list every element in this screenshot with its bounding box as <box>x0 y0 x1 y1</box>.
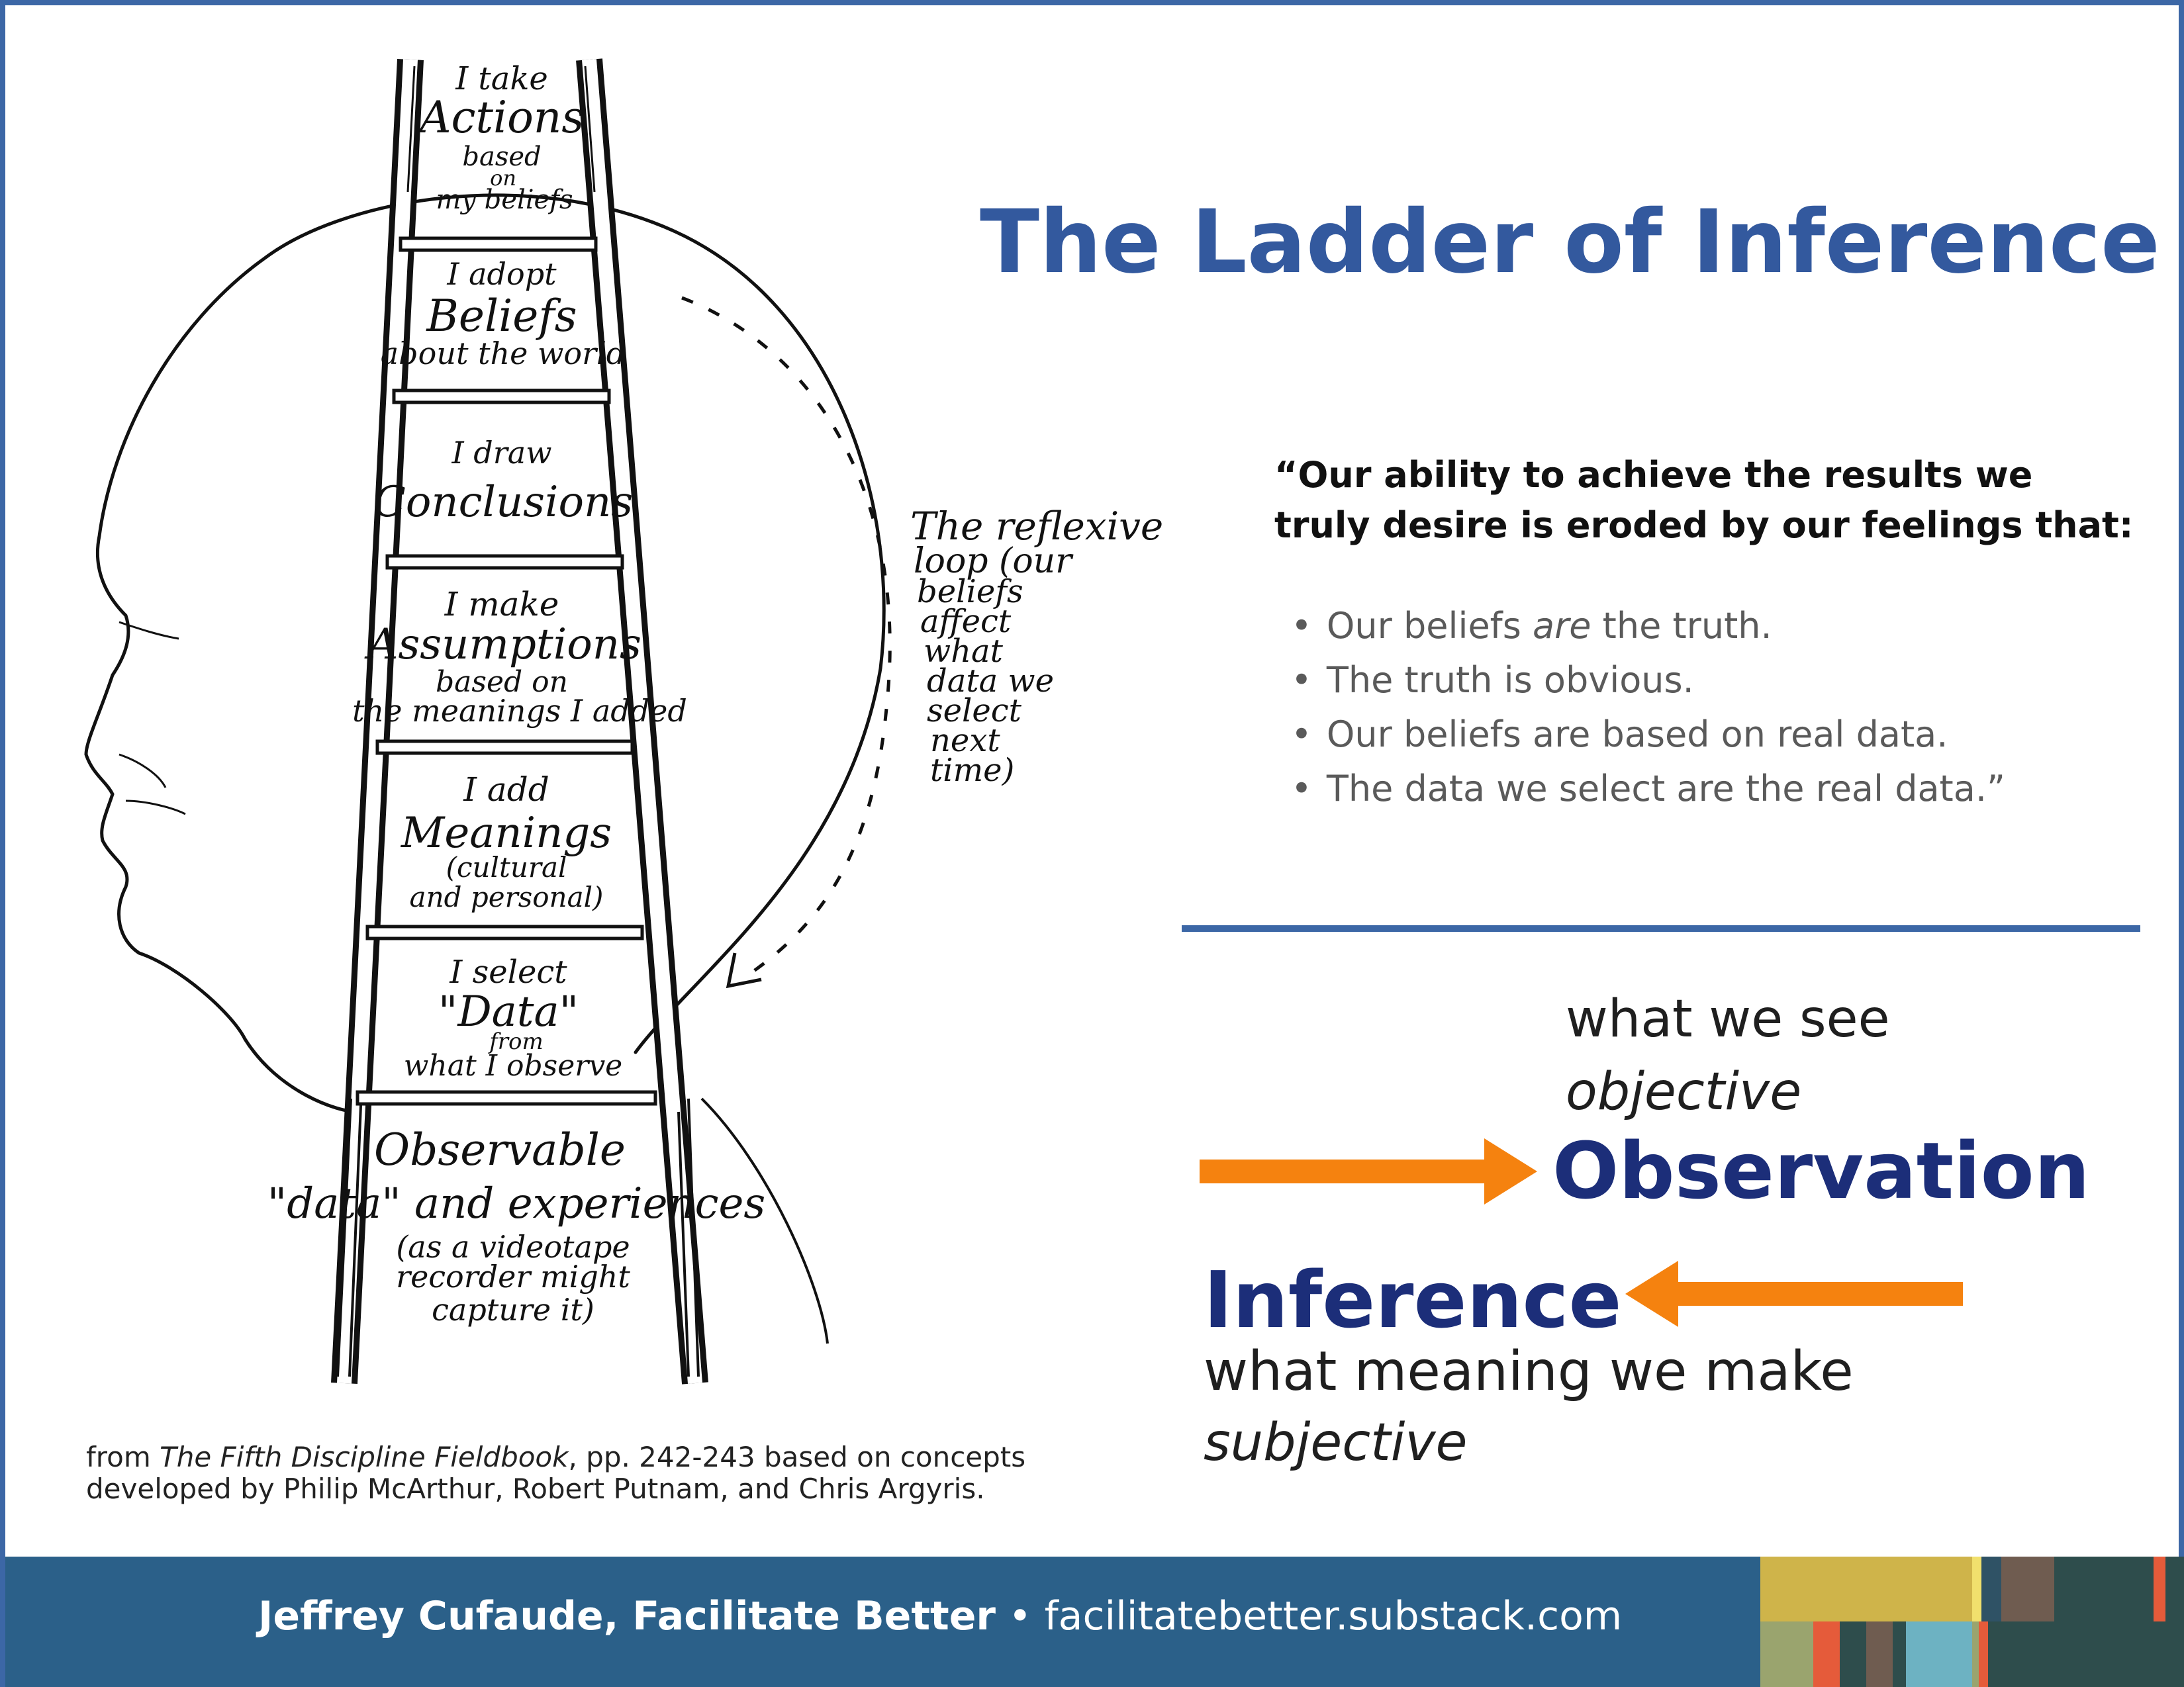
rung-beliefs: I adopt Beliefs about the world <box>381 256 626 371</box>
rung-big: Actions <box>416 92 584 143</box>
observation-caption: what we see <box>1566 989 1890 1049</box>
belief-list: Our beliefs are the truth. The truth is … <box>1291 599 2005 816</box>
rung-data: I select "Data" from what I observe <box>404 954 622 1083</box>
inference-subcaption: subjective <box>1204 1413 1468 1473</box>
inference-caption: what meaning we make <box>1204 1340 1854 1403</box>
list-item: The data we select are the real data.” <box>1291 762 2005 816</box>
decorative-color-blocks <box>1760 1557 2184 1687</box>
svg-text:Beliefs: Beliefs <box>426 291 577 342</box>
svg-text:capture it): capture it) <box>432 1292 594 1328</box>
svg-text:loop (our: loop (our <box>914 541 1074 581</box>
rung-sub: based <box>462 142 541 172</box>
footer-author: Jeffrey Cufaude, Facilitate Better <box>258 1593 996 1639</box>
svg-text:I select: I select <box>449 954 567 991</box>
svg-text:time): time) <box>930 752 1014 789</box>
quote-line: “Our ability to achieve the results we <box>1274 454 2033 496</box>
observation-heading: Observation <box>1552 1125 2090 1216</box>
rung-sub: my beliefs <box>436 185 573 215</box>
svg-text:from: from <box>487 1028 544 1055</box>
rung-small: I take <box>455 60 548 97</box>
svg-text:data we: data we <box>927 662 1054 700</box>
head-silhouette-icon <box>84 193 886 1114</box>
svg-text:Conclusions: Conclusions <box>373 478 633 527</box>
reflexive-loop-note: The reflexive loop (our beliefs affect w… <box>910 504 1163 789</box>
svg-text:I add: I add <box>463 770 549 809</box>
svg-text:"Data": "Data" <box>438 987 579 1036</box>
footer: Jeffrey Cufaude, Facilitate Better • fac… <box>5 1557 2184 1687</box>
svg-text:based on: based on <box>436 665 568 699</box>
svg-text:next: next <box>930 722 1000 759</box>
list-item: Our beliefs are based on real data. <box>1291 707 2005 762</box>
svg-text:affect: affect <box>920 603 1012 640</box>
svg-text:Meanings: Meanings <box>401 809 612 858</box>
quote: “Our ability to achieve the results we t… <box>1274 450 2135 551</box>
svg-text:Observable: Observable <box>374 1124 626 1175</box>
observation-subcaption: objective <box>1566 1062 1802 1122</box>
svg-text:"data" and experiences: "data" and experiences <box>267 1179 765 1228</box>
rung-conclusions: I draw Conclusions <box>373 435 633 527</box>
svg-text:The reflexive: The reflexive <box>910 504 1163 549</box>
svg-text:the meanings I added: the meanings I added <box>352 693 687 729</box>
rung-sub: on <box>490 165 516 191</box>
list-item: Our beliefs are the truth. <box>1291 599 2005 653</box>
svg-text:and personal): and personal) <box>410 881 604 913</box>
svg-text:what I observe: what I observe <box>404 1049 622 1083</box>
svg-text:beliefs: beliefs <box>917 573 1023 610</box>
footer-credit: Jeffrey Cufaude, Facilitate Better • fac… <box>258 1593 1623 1639</box>
ladder-head-sketch: I take Actions based on my beliefs I ado… <box>84 58 1163 1385</box>
inference-heading: Inference <box>1204 1254 1622 1345</box>
svg-text:I adopt: I adopt <box>446 256 557 292</box>
svg-text:(cultural: (cultural <box>446 851 567 884</box>
arrow-left-icon <box>1625 1261 1963 1327</box>
book-title: The Fifth Discipline Fieldbook <box>160 1441 569 1473</box>
svg-text:what: what <box>924 633 1004 670</box>
rung-assumptions: I make Assumptions based on the meanings… <box>352 585 687 729</box>
svg-text:I make: I make <box>444 585 559 623</box>
svg-text:(as a videotape: (as a videotape <box>396 1229 630 1265</box>
svg-text:recorder might: recorder might <box>396 1259 630 1295</box>
rung-actions: I take Actions based on my beliefs <box>416 60 584 215</box>
arrow-right-icon <box>1200 1138 1537 1205</box>
dashed-loop-arrow-icon <box>681 296 892 981</box>
svg-text:Assumptions: Assumptions <box>364 620 641 669</box>
section-divider <box>1182 925 2140 932</box>
quote-line: truly desire is eroded by our feelings t… <box>1274 504 2134 546</box>
svg-text:about the world: about the world <box>381 336 626 371</box>
svg-text:I draw: I draw <box>451 435 551 471</box>
rung-observable: Observable "data" and experiences (as a … <box>267 1124 765 1328</box>
ladder-icon <box>331 58 708 1385</box>
page-title: The Ladder of Inference <box>980 191 2160 293</box>
svg-text:select: select <box>927 692 1022 729</box>
source-citation: from The Fifth Discipline Fieldbook, pp.… <box>86 1441 1026 1505</box>
rung-meanings: I add Meanings (cultural and personal) <box>401 770 612 913</box>
footer-url[interactable]: facilitatebetter.substack.com <box>1044 1593 1623 1639</box>
list-item: The truth is obvious. <box>1291 653 2005 707</box>
